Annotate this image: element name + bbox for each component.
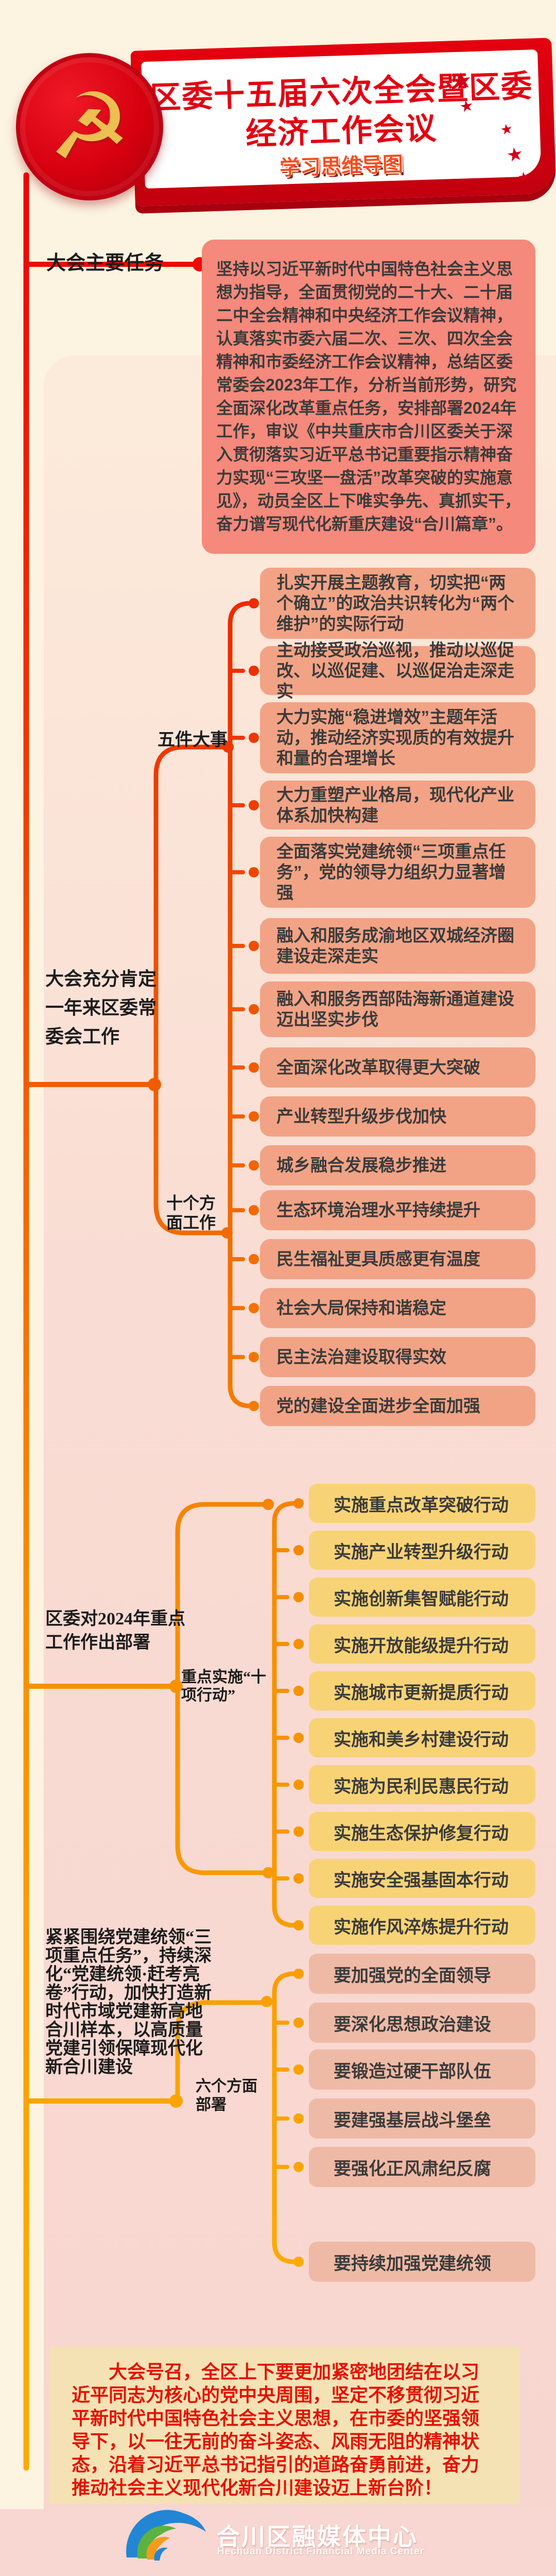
box-five-events-4: 大力重塑产业格局，现代化产业体系加快构建 <box>260 781 535 829</box>
label-main-tasks: 大会主要任务 <box>46 252 164 274</box>
star-icon: ★ <box>516 168 531 185</box>
box-five-events-5: 全面落实党建统领“三项重点任务”，党的领导力组织力显著增强 <box>260 837 535 908</box>
box-five-events-3: 大力实施“稳进增效”主题年活动，推动经济实现质的有效提升和量的合理增长 <box>260 702 535 773</box>
label-2024-plan: 区委对2024年重点工作作出部署 <box>45 1609 185 1652</box>
box-ten-aspects-8: 社会大局保持和谐稳定 <box>260 1288 535 1328</box>
box-six-aspects-2: 要深化思想政治建设 <box>309 2003 535 2043</box>
box-ten-actions-4: 实施开放能级提升行动 <box>309 1624 535 1664</box>
box-six-aspects-1: 要加强党的全面领导 <box>309 1954 535 1994</box>
box-ten-actions-6: 实施和美乡村建设行动 <box>309 1718 535 1757</box>
box-ten-actions-9: 实施安全强基固本行动 <box>309 1859 535 1898</box>
star-icon: ★ <box>499 121 514 138</box>
box-ten-actions-3: 实施创新集智赋能行动 <box>309 1578 535 1617</box>
box-ten-aspects-1: 融入和服务成渝地区双城经济圈建设走深走实 <box>260 918 535 974</box>
box-ten-aspects-9: 民主法治建设取得实效 <box>260 1337 535 1377</box>
label-party-building: 紧紧围绕党建统领“三项重点任务”，持续深化“党建统领·赶考亮卷”行动，加快打造新… <box>45 1928 212 2077</box>
box-ten-aspects-5: 城乡融合发展稳步推进 <box>260 1145 535 1185</box>
star-icon: ★ <box>505 142 525 166</box>
box-six-aspects-6: 要持续加强党建统领 <box>309 2242 535 2282</box>
box-ten-aspects-4: 产业转型升级步伐加快 <box>260 1096 535 1137</box>
hammer-sickle-icon: ☭ <box>48 73 131 180</box>
media-center-logo-icon <box>126 2510 206 2561</box>
box-ten-aspects-10: 党的建设全面进步全面加强 <box>260 1386 535 1426</box>
star-icon: ★ <box>449 66 475 96</box>
box-ten-aspects-6: 生态环境治理水平持续提升 <box>260 1190 535 1230</box>
box-ten-aspects-2: 融入和服务西部陆海新通道建设迈出坚实步伐 <box>260 981 535 1037</box>
star-icon: ★ <box>458 96 475 116</box>
box-ten-actions-7: 实施为民利民惠民行动 <box>309 1765 535 1804</box>
footer-name: 合川区融媒体中心 <box>216 2523 418 2550</box>
box-ten-aspects-3: 全面深化改革取得更大突破 <box>260 1047 535 1088</box>
box-main-tasks-text: 坚持以习近平新时代中国特色社会主义思想为指导，全面贯彻党的二十大、二十届二中全会… <box>202 240 535 554</box>
closing-call-text: 大会号召，全区上下要更加紧密地团结在以习近平同志为核心的党中央周围，坚定不移贯彻… <box>49 2347 520 2504</box>
box-ten-actions-2: 实施产业转型升级行动 <box>309 1531 535 1570</box>
box-ten-actions-1: 实施重点改革突破行动 <box>309 1484 535 1523</box>
box-five-events-2: 主动接受政治巡视，推动以巡促改、以巡促建、以巡促治走深走实 <box>260 640 535 701</box>
label-review: 大会充分肯定一年来区委常委会工作 <box>45 969 157 1047</box>
box-five-events-1: 扎实开展主题教育，切实把“两个确立”的政治共识转化为“两个维护”的实际行动 <box>260 568 535 639</box>
box-ten-actions-5: 实施城市更新提质行动 <box>309 1671 535 1710</box>
box-ten-aspects-7: 民生福祉更具质感更有温度 <box>260 1239 535 1279</box>
label-ten-aspects: 十个方面工作 <box>166 1194 216 1232</box>
label-six-aspects: 六个方面部署 <box>196 2078 257 2113</box>
box-ten-actions-10: 实施作风淬炼提升行动 <box>309 1906 535 1945</box>
party-emblem: ☭ <box>16 53 163 200</box>
box-ten-actions-8: 实施生态保护修复行动 <box>309 1812 535 1851</box>
label-ten-actions: 重点实施“十项行动” <box>181 1669 266 1704</box>
footer-band <box>0 2509 556 2576</box>
box-six-aspects-5: 要强化正风肃纪反腐 <box>309 2147 535 2187</box>
label-five-events: 五件大事 <box>158 731 228 750</box>
box-six-aspects-4: 要建强基层战斗堡垒 <box>309 2098 535 2139</box>
box-six-aspects-3: 要锻造过硬干部队伍 <box>309 2049 535 2090</box>
footer-name-en: Hechuan District Financial Media Center <box>217 2546 425 2557</box>
